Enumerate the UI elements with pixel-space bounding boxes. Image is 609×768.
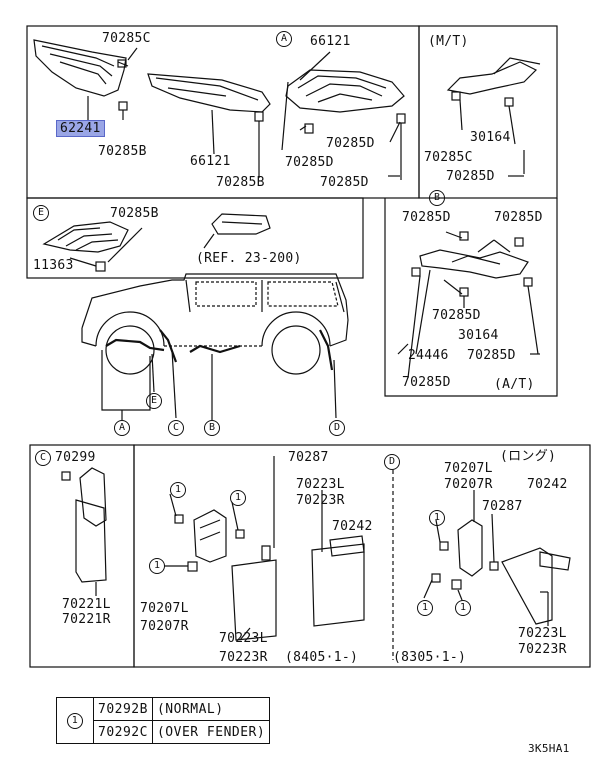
part-label: 70221L <box>62 597 111 612</box>
skid-plate-11363-drawing <box>42 221 143 272</box>
part-label: 70242 <box>527 477 568 492</box>
part-label-highlighted[interactable]: 62241 <box>56 120 105 137</box>
panel-frame-at <box>384 198 558 397</box>
part-label: 70223L <box>219 631 268 646</box>
callout-1-d: 1 <box>429 510 445 526</box>
part-label: 70285D <box>432 308 481 323</box>
legend-key-callout: 1 <box>67 713 83 729</box>
part-label: 30164 <box>458 328 499 343</box>
callout-e-panel: E <box>33 205 49 221</box>
part-label: 70207L <box>140 601 189 616</box>
panel-frame-mt <box>418 25 558 199</box>
part-label: 66121 <box>190 154 231 169</box>
part-label: 11363 <box>33 258 74 273</box>
transmission-note: (M/T) <box>428 34 469 49</box>
skid-plate-62241-drawing <box>33 39 129 128</box>
part-label: 70285D <box>285 155 334 170</box>
part-label: 70287 <box>482 499 523 514</box>
transmission-note: (A/T) <box>494 377 535 392</box>
callout-1-b: 1 <box>230 490 246 506</box>
mudflap-70223-right-drawing <box>431 490 571 626</box>
mudflap-70223-left-drawing <box>174 456 277 641</box>
part-label: 70285B <box>216 175 265 190</box>
callout-1-c: 1 <box>149 558 165 574</box>
callout-b-panel: B <box>429 190 445 206</box>
part-label: 30164 <box>470 130 511 145</box>
part-label: 70207L <box>444 461 493 476</box>
part-label: 24446 <box>408 348 449 363</box>
part-label: 70242 <box>332 519 373 534</box>
mudflap-70223-middle-drawing <box>311 490 365 627</box>
panel-frame-a-d <box>133 444 591 668</box>
legend-desc-cell: (NORMAL) <box>151 697 271 721</box>
part-label: 70223R <box>518 642 567 657</box>
date-range: (8305·1-) <box>393 650 467 665</box>
at-crossmember-drawing <box>407 231 539 379</box>
skid-plate-66121-right-drawing <box>281 51 406 180</box>
part-label: 66121 <box>310 34 351 49</box>
callout-e-vehicle: E <box>146 393 162 409</box>
legend-table: 1 70292B (NORMAL) 70292C (OVER FENDER) <box>56 697 271 744</box>
part-label: 70287 <box>288 450 329 465</box>
skid-plate-66121-middle-drawing <box>147 73 271 178</box>
part-label: 70207R <box>444 477 493 492</box>
part-label: 70207R <box>140 619 189 634</box>
part-label: 70285B <box>110 206 159 221</box>
part-label: 70223L <box>518 626 567 641</box>
callout-c-panel: C <box>35 450 51 466</box>
part-label: 70285D <box>446 169 495 184</box>
date-range: (8405·1-) <box>285 650 359 665</box>
variant-note: (ロング) <box>500 449 557 464</box>
part-label: 70285B <box>98 144 147 159</box>
callout-d-panel: D <box>384 454 400 470</box>
mudflap-70221-drawing <box>61 467 107 596</box>
part-label: 70285D <box>326 136 375 151</box>
callout-a-vehicle: A <box>114 420 130 436</box>
leader-lines <box>127 47 540 601</box>
reference-note: (REF. 23-200) <box>196 251 302 266</box>
ref-part-drawing <box>203 213 271 249</box>
part-label: 70221R <box>62 612 111 627</box>
legend-key-cell: 1 <box>56 697 94 744</box>
callout-1-f: 1 <box>455 600 471 616</box>
part-label: 70285C <box>102 31 151 46</box>
mt-crossmember-drawing <box>446 57 541 174</box>
callout-b-vehicle: B <box>204 420 220 436</box>
legend-part-cell: 70292B <box>93 697 153 721</box>
panel-frame-c <box>29 444 135 668</box>
part-label: 70285D <box>402 375 451 390</box>
panel-frame-e <box>26 197 364 279</box>
callout-d-vehicle: D <box>329 420 345 436</box>
part-label: 70299 <box>55 450 96 465</box>
vehicle-silhouette <box>81 273 349 420</box>
part-label: 70285D <box>320 175 369 190</box>
legend-part-cell: 70292C <box>93 720 153 744</box>
legend-row: 1 70292B (NORMAL) <box>56 697 271 744</box>
callout-a-top: A <box>276 31 292 47</box>
legend-desc-cell: (OVER FENDER) <box>151 720 271 744</box>
part-label: 70223R <box>296 493 345 508</box>
part-label: 70223L <box>296 477 345 492</box>
callout-1-a: 1 <box>170 482 186 498</box>
part-label: 70223R <box>219 650 268 665</box>
diagram-code: 3K5HA1 <box>528 742 570 755</box>
legend-row: 70292C (OVER FENDER) <box>57 720 271 744</box>
callout-c-vehicle: C <box>168 420 184 436</box>
part-label: 70285D <box>494 210 543 225</box>
part-label: 70285D <box>467 348 516 363</box>
panel-frame-skid-plates <box>26 25 420 199</box>
part-label: 70285D <box>402 210 451 225</box>
part-label: 70285C <box>424 150 473 165</box>
callout-1-e: 1 <box>417 600 433 616</box>
